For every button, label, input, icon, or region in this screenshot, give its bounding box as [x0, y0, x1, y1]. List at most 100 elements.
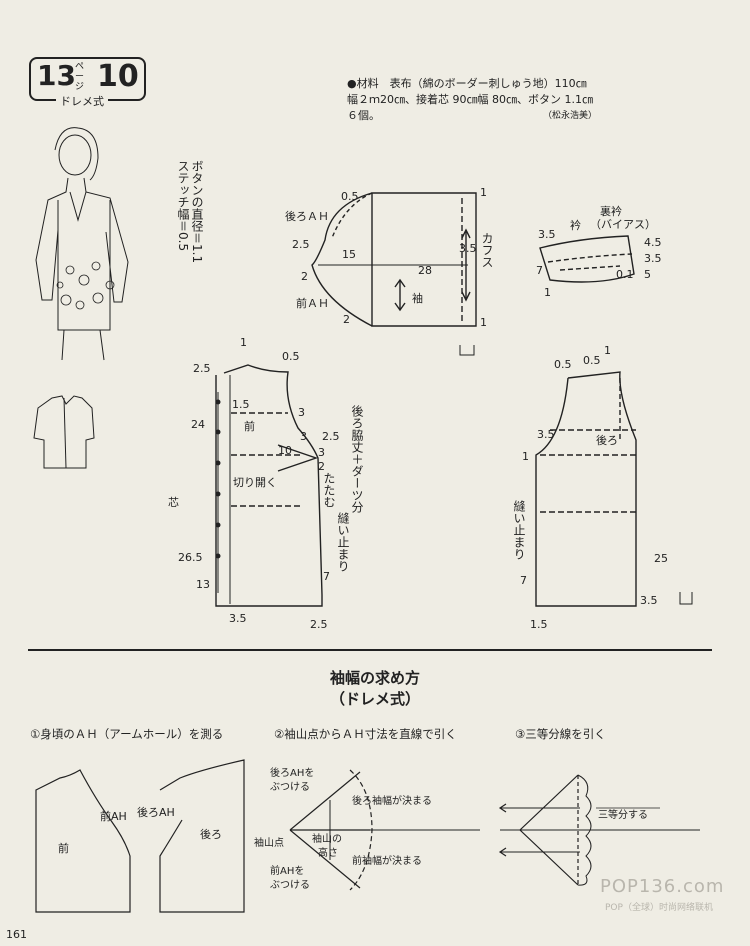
front-d25: 2.5	[193, 362, 211, 375]
front-width: 前袖幅が決まる	[352, 856, 422, 867]
sleeve-d28: 28	[418, 264, 432, 277]
front-open: 切り開く	[233, 476, 277, 489]
sleeve-d1b: 1	[480, 316, 487, 329]
back-bodice-pattern	[535, 371, 637, 607]
shirt-thumbnail	[33, 395, 95, 469]
cap-height: 袖山の	[312, 834, 342, 845]
step2-diagram	[289, 769, 480, 891]
page-number: 161	[6, 928, 27, 941]
front-d7: 7	[323, 570, 330, 583]
materials-line3: ６個。（松永浩美）	[347, 109, 597, 122]
pattern-badge: 13 ページ 10	[29, 57, 146, 101]
back-stop: 縫い止まり	[512, 500, 526, 560]
front-d25b: 2.5	[322, 430, 340, 443]
step2-label: ②袖山点からＡＨ寸法を直線で引く	[274, 727, 457, 741]
collar-d35b: 3.5	[644, 252, 662, 265]
step1-label: ①身頃のＡＨ（アームホール）を測る	[30, 727, 224, 741]
credit: （松永浩美）	[542, 111, 597, 121]
sleeve-d2a: 2	[301, 270, 308, 283]
front-interfacing: 芯	[168, 496, 179, 509]
front-stop: 縫い止まり	[336, 512, 350, 572]
back-d35b: 3.5	[640, 594, 658, 607]
front-d3c: 3	[318, 446, 325, 459]
button-note: ボタンの直径＝1.1	[190, 160, 204, 264]
materials-line2: 幅２ｍ20㎝、接着芯 90㎝幅 80㎝、ボタン 1.1㎝	[347, 93, 593, 106]
collar-d01: 0.1	[616, 268, 634, 281]
page-ref-number: 13	[37, 59, 76, 92]
collar-d1: 1	[544, 286, 551, 299]
sleeve-back-ah: 後ろＡＨ	[285, 210, 329, 223]
cap-height2: 高さ	[318, 848, 338, 859]
style-label: ドレメ式	[56, 93, 108, 109]
collar-d7: 7	[536, 264, 543, 277]
front-d25c: 2.5	[310, 618, 328, 631]
front-d13: 13	[196, 578, 210, 591]
apply-front-ah: 前AHを	[270, 866, 305, 877]
sleeve-d05: 0.5	[341, 190, 359, 203]
step1-back: 後ろ	[200, 828, 222, 841]
front-d3a: 3	[298, 406, 305, 419]
watermark-sub: POP（全球）时尚网络联机	[605, 903, 713, 913]
collar-pattern	[539, 235, 635, 283]
back-d15: 1.5	[530, 618, 548, 631]
front-d1: 1	[240, 336, 247, 349]
apply-front-ah2: ぶつける	[270, 880, 310, 891]
back-d35: 3.5	[537, 428, 555, 441]
collar-facing: 裏衿	[600, 205, 622, 218]
cuffs-label: カフス	[480, 232, 494, 268]
back-d05b: 0.5	[583, 354, 601, 367]
sleeve-pattern	[311, 192, 477, 327]
back-width: 後ろ袖幅が決まる	[352, 796, 432, 807]
apply-back-ah2: ぶつける	[270, 782, 310, 793]
front-d10: 10	[278, 444, 292, 457]
collar-d45: 4.5	[644, 236, 662, 249]
back-d1b: 1	[522, 450, 529, 463]
step1-front-ah: 前AH	[100, 810, 127, 823]
front-d2: 2	[318, 460, 325, 473]
sleeve-d25: 2.5	[292, 238, 310, 251]
step3-label: ③三等分線を引く	[515, 727, 606, 741]
step1-back-ah: 後ろAH	[137, 806, 175, 819]
collar-bias: （バイアス）	[590, 218, 656, 231]
model-illustration	[35, 127, 129, 361]
front-d35: 3.5	[229, 612, 247, 625]
page-ref-unit: ページ	[75, 62, 85, 92]
pattern-number: 10	[97, 59, 139, 94]
sleeve-d35: 3.5	[459, 242, 477, 255]
sleeve-d2b: 2	[343, 313, 350, 326]
back-d05a: 0.5	[554, 358, 572, 371]
cap-point: 袖山点	[254, 838, 284, 849]
collar-d35: 3.5	[538, 228, 556, 241]
front-label: 前	[244, 420, 255, 433]
back-d25: 25	[654, 552, 668, 565]
back-label: 後ろ	[596, 434, 618, 447]
front-d15: 1.5	[232, 398, 250, 411]
sleeve-d1a: 1	[480, 186, 487, 199]
third-label: 三等分する	[598, 810, 648, 821]
front-d3b: 3	[300, 430, 307, 443]
materials-block: ●材料 表布（綿のボーダー刺しゅう地）110㎝ 幅２ｍ20㎝、接着芯 90㎝幅 …	[347, 76, 607, 124]
front-d05: 0.5	[282, 350, 300, 363]
watermark: POP136.com	[600, 876, 725, 897]
back-d7: 7	[520, 574, 527, 587]
method-title: 袖幅の求め方	[329, 669, 420, 687]
collar-label: 衿	[570, 219, 581, 232]
sleeve-front-ah: 前ＡＨ	[296, 297, 329, 310]
materials-line1: ●材料 表布（綿のボーダー刺しゅう地）110㎝	[347, 77, 587, 90]
front-buttons	[215, 399, 221, 559]
front-d24: 24	[191, 418, 205, 431]
step3-diagram	[498, 774, 700, 886]
back-d1a: 1	[604, 344, 611, 357]
front-fold: たたむ	[322, 472, 336, 508]
front-d265: 26.5	[178, 551, 203, 564]
method-subtitle: （ドレメ式）	[329, 690, 420, 708]
stitch-note: ステッチ幅＝0.5	[176, 160, 190, 252]
step1-diagram	[35, 759, 245, 913]
front-bodice-pattern	[215, 364, 323, 607]
collar-d5: 5	[644, 268, 651, 281]
apply-back-ah: 後ろAHを	[270, 768, 315, 779]
sleeve-label: 袖	[412, 292, 423, 305]
front-dart-note: 後ろ脇丈＋ダーツ分	[350, 405, 364, 513]
sleeve-d15: 15	[342, 248, 356, 261]
